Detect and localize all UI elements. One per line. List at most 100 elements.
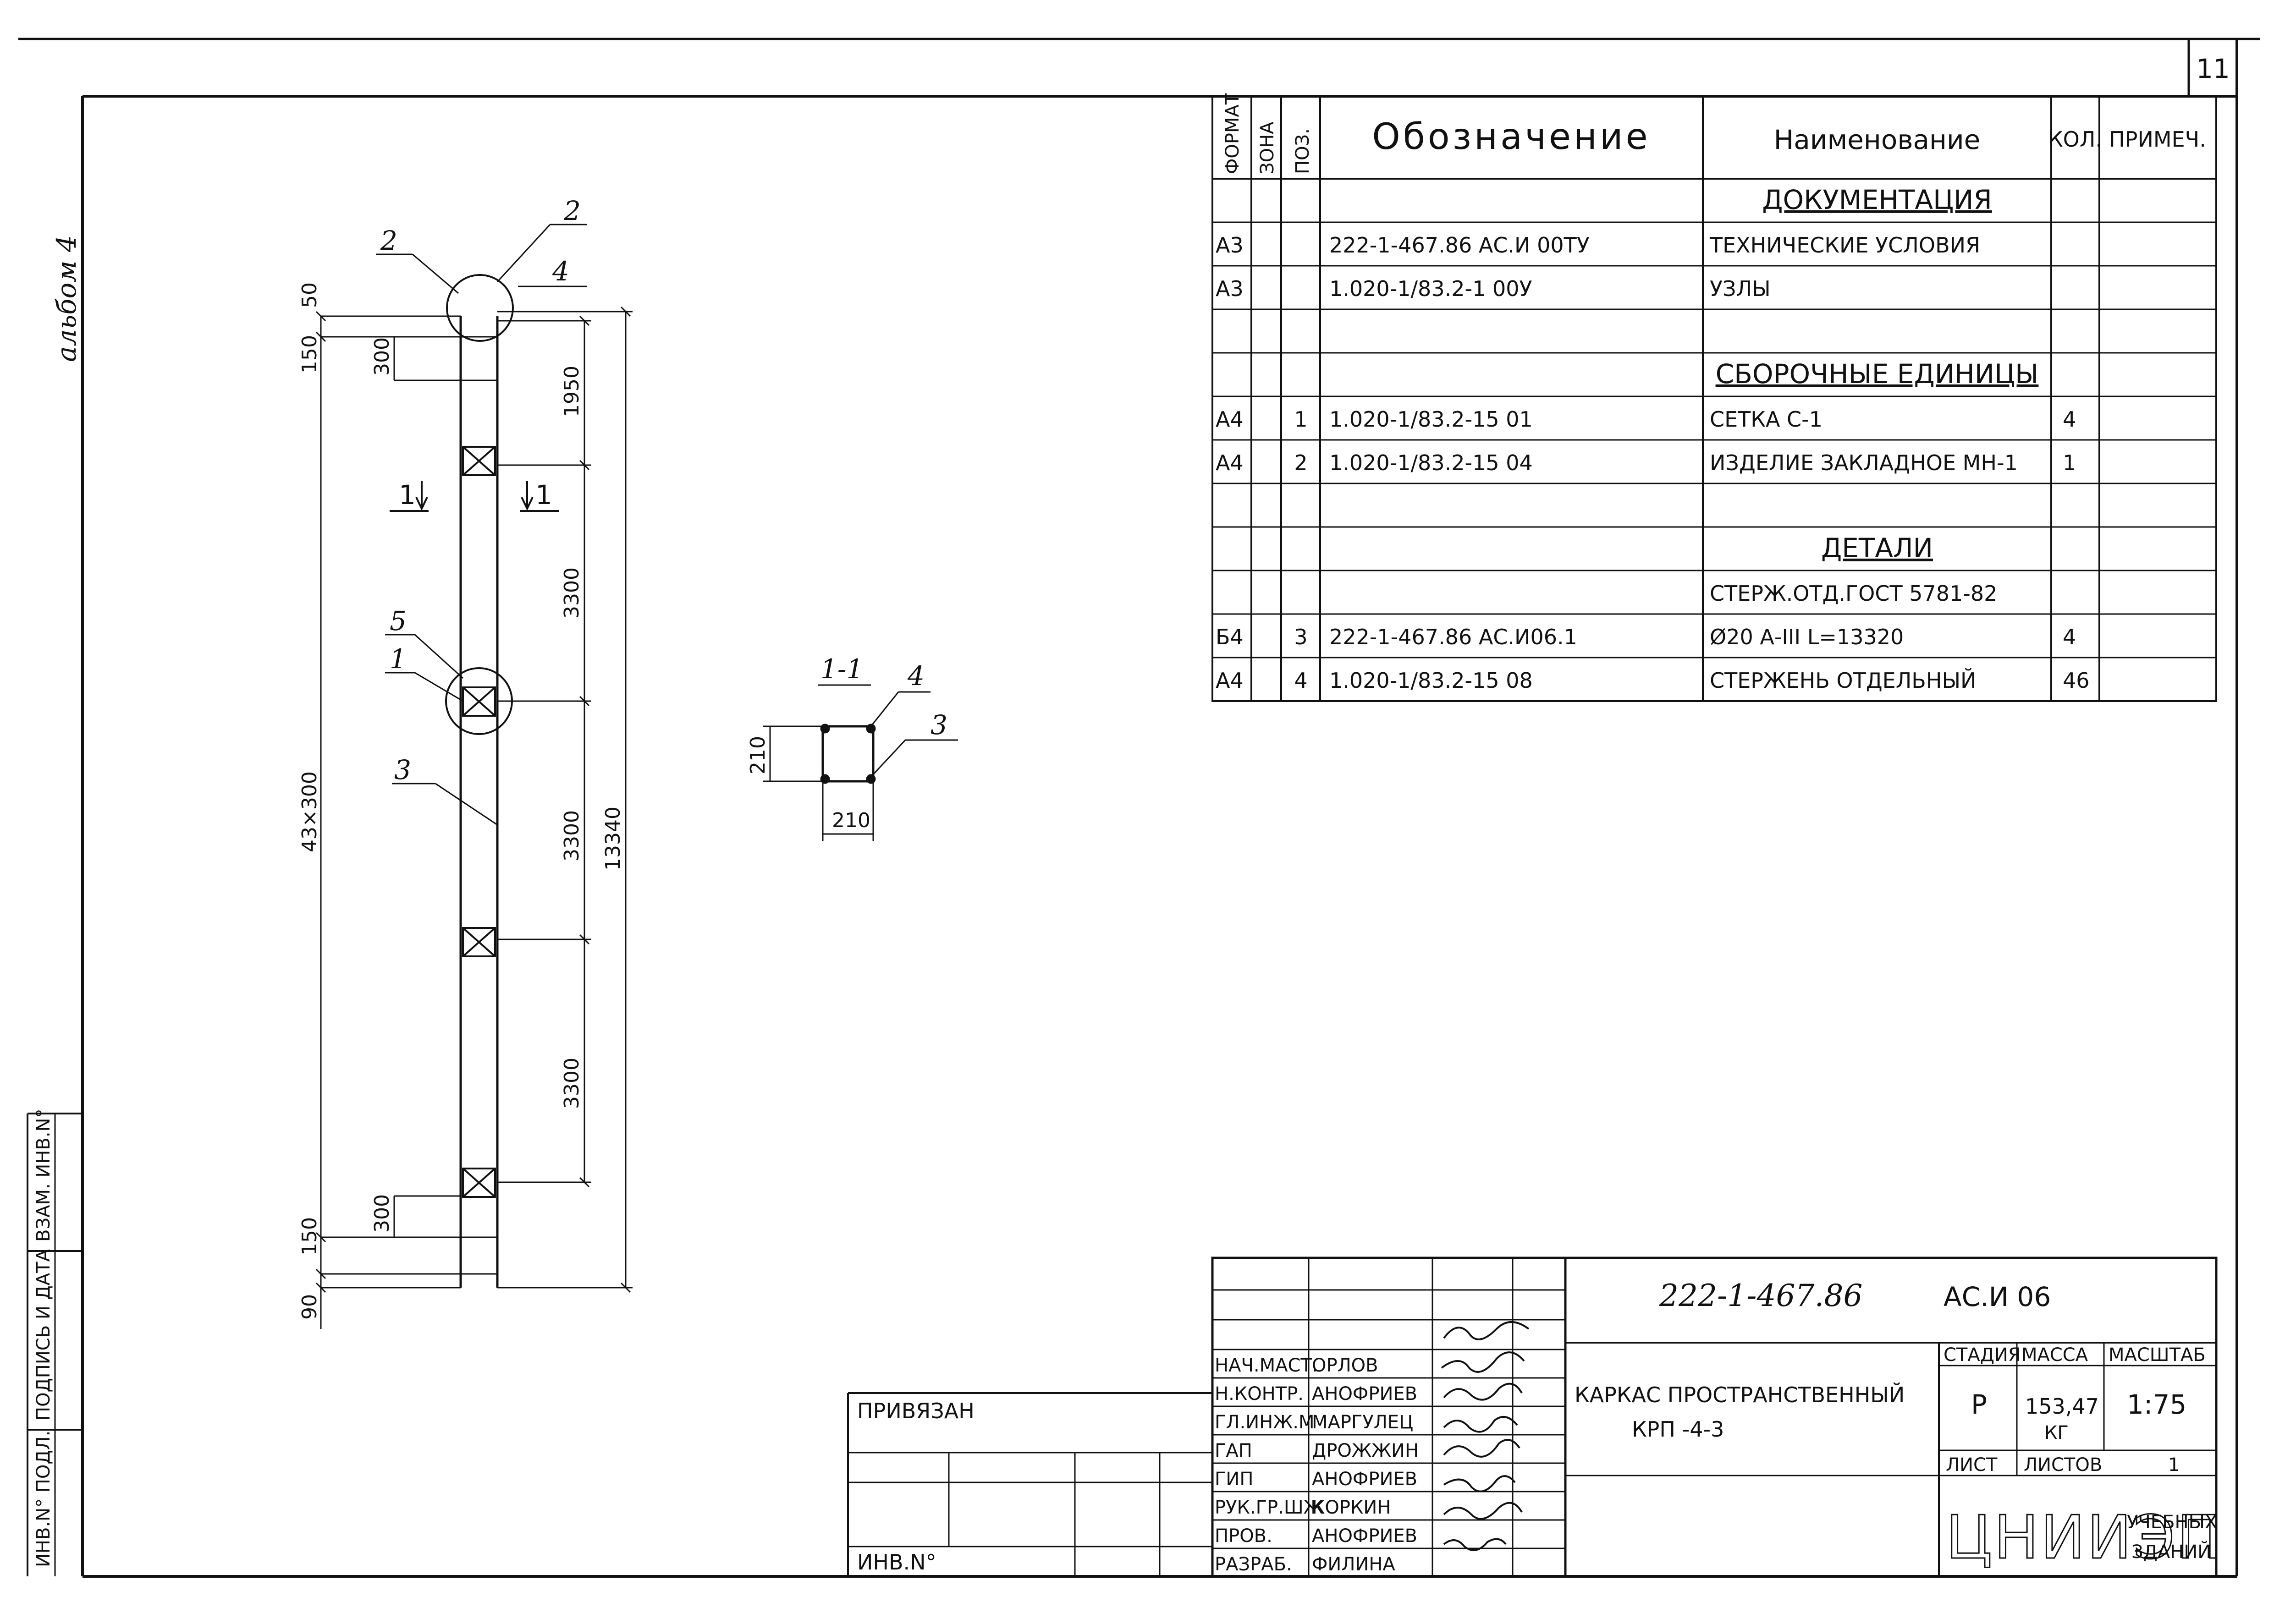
spec-row: А3 1.020-1/83.2-1 00У УЗЛЫ <box>1216 276 1771 301</box>
section-dim-horizontal: 210 <box>832 809 870 832</box>
massa-unit: КГ <box>2044 1422 2069 1443</box>
dim-13340: 13340 <box>601 807 625 871</box>
spec-oboznachenie: 1.020-1/83.2-15 08 <box>1329 668 1533 693</box>
signatures <box>1441 1321 1530 1551</box>
people-name: АНОФРИЕВ <box>1312 1383 1417 1405</box>
dim-300-top: 300 <box>370 337 394 376</box>
people-role: ПРОВ. <box>1215 1525 1272 1547</box>
privyazan-label: ПРИВЯЗАН <box>857 1399 975 1423</box>
frame-elevation <box>315 224 633 1329</box>
people-name: АНОФРИЕВ <box>1312 1469 1417 1490</box>
section-1-1 <box>763 684 958 841</box>
spec-section-title: СБОРОЧНЫЕ ЕДИНИЦЫ <box>1716 358 2039 390</box>
masshtab-value: 1:75 <box>2127 1389 2186 1420</box>
spec-row: СБОРОЧНЫЕ ЕДИНИЦЫ <box>1716 358 2039 390</box>
list-label: ЛИСТ <box>1946 1454 1998 1476</box>
listov-label: ЛИСТОВ <box>2024 1454 2102 1476</box>
spec-oboznachenie: 1.020-1/83.2-15 01 <box>1329 407 1533 432</box>
callout-1: 1 <box>390 643 407 675</box>
spec-section-title: ДОКУМЕНТАЦИЯ <box>1762 184 1992 215</box>
album-label: альбом 4 <box>51 235 82 362</box>
title-block-people: НАЧ.МАСТ.ОРЛОВН.КОНТР.АНОФРИЕВГЛ.ИНЖ.ММА… <box>1215 1355 1419 1575</box>
spec-kol: 4 <box>2063 407 2076 432</box>
spec-naimenovanie: СЕТКА С-1 <box>1710 407 1823 432</box>
spec-naimenovanie: СТЕРЖЕНЬ ОТДЕЛЬНЫЙ <box>1710 668 1976 693</box>
massa-label: МАССА <box>2021 1344 2088 1366</box>
spec-naimenovanie: СТЕРЖ.ОТД.ГОСТ 5781-82 <box>1710 581 1997 606</box>
people-name: МАРГУЛЕЦ <box>1312 1412 1413 1433</box>
left-strip-labels: ИНВ.N° ПОДЛ. ПОДПИСЬ И ДАТА ВЗАМ. ИНВ.N° <box>33 1109 54 1567</box>
spec-format: Б4 <box>1216 625 1244 649</box>
section-mark-left: 1 <box>399 479 416 510</box>
section-title: 1-1 <box>820 653 863 685</box>
spec-format: А4 <box>1216 407 1244 432</box>
section-callout-3: 3 <box>931 709 947 741</box>
people-row: ГАП ДРОЖЖИН <box>1215 1440 1419 1461</box>
people-role: ГАП <box>1215 1440 1252 1461</box>
callout-4: 4 <box>552 256 569 287</box>
people-role: НАЧ.МАСТ. <box>1215 1355 1318 1376</box>
org-sub2: ЗДАНИЙ <box>2131 1541 2211 1563</box>
spec-format: А4 <box>1216 668 1244 693</box>
spec-format: А3 <box>1216 276 1244 301</box>
callout-3: 3 <box>394 754 411 785</box>
section-mark-right: 1 <box>535 479 552 510</box>
dim-300-bottom: 300 <box>370 1194 394 1233</box>
stadiya-label: СТАДИЯ <box>1944 1344 2021 1366</box>
doc-mark: АС.И 06 <box>1944 1281 2051 1312</box>
spec-oboznachenie: 222-1-467.86 АС.И 00ТУ <box>1329 233 1590 258</box>
spec-row: А4 2 1.020-1/83.2-15 04 ИЗДЕЛИЕ ЗАКЛАДНОЕ М… <box>1216 450 2076 475</box>
dim-150-top: 150 <box>298 335 321 373</box>
dim-3300-c: 3300 <box>560 1058 584 1109</box>
callout-2-left: 2 <box>380 225 397 256</box>
people-row: ПРОВ. АНОФРИЕВ <box>1215 1525 1417 1547</box>
stadiya-value: Р <box>1971 1389 1987 1420</box>
dim-3300-a: 3300 <box>560 567 584 619</box>
spec-oboznachenie: 1.020-1/83.2-1 00У <box>1329 276 1532 301</box>
people-role: РАЗРАБ. <box>1215 1554 1292 1575</box>
spec-poz: 2 <box>1294 450 1307 475</box>
spec-format: А3 <box>1216 233 1244 258</box>
org-name: ЦНИИЭП <box>1946 1503 2224 1572</box>
spec-row: А3 222-1-467.86 АС.И 00ТУ ТЕХНИЧЕСКИЕ УСЛО… <box>1216 233 1980 258</box>
title-block-text: ПРИВЯЗАН ИНВ.N° 222-1-467.86 АС.И 06 КАР… <box>857 1278 2224 1575</box>
spec-kol: 4 <box>2063 625 2076 649</box>
dim-43x300: 43×300 <box>298 771 321 852</box>
people-row: РАЗРАБ.ФИЛИНА <box>1215 1554 1395 1575</box>
sheet-frame <box>18 38 2260 1578</box>
people-row: НАЧ.МАСТ.ОРЛОВ <box>1215 1355 1378 1376</box>
dim-90: 90 <box>298 1294 321 1320</box>
spec-oboznachenie: 1.020-1/83.2-15 04 <box>1329 450 1533 475</box>
spec-format: А4 <box>1216 450 1244 475</box>
people-name: ДРОЖЖИН <box>1312 1440 1419 1461</box>
spec-naimenovanie: УЗЛЫ <box>1710 276 1771 301</box>
spec-row: СТЕРЖ.ОТД.ГОСТ 5781-82 <box>1710 581 1997 606</box>
vzam-inv-label: ВЗАМ. ИНВ.N° <box>33 1109 54 1242</box>
people-role: РУК.ГР.ШЖ <box>1215 1497 1323 1518</box>
spec-kol: 46 <box>2063 668 2090 693</box>
spec-naimenovanie: ИЗДЕЛИЕ ЗАКЛАДНОЕ МН-1 <box>1710 450 2018 475</box>
people-name: ОРЛОВ <box>1312 1355 1378 1376</box>
spec-oboznachenie: 222-1-467.86 АС.И06.1 <box>1329 625 1577 649</box>
listov-value: 1 <box>2168 1454 2180 1476</box>
header-format: ФОРМАТ <box>1222 93 1243 174</box>
spec-naimenovanie: Ø20 А-III L=13320 <box>1710 625 1904 649</box>
title-block <box>847 1256 2218 1578</box>
callout-2-right: 2 <box>563 195 581 226</box>
spec-naimenovanie: ТЕХНИЧЕСКИЕ УСЛОВИЯ <box>1709 233 1980 258</box>
dim-3300-b: 3300 <box>560 810 584 861</box>
spec-headers: ФОРМАТ ЗОНА ПОЗ. Обозначение Наименовани… <box>1222 93 2206 174</box>
spec-row: А4 4 1.020-1/83.2-15 08 СТЕРЖЕНЬ ОТДЕЛЬНЫЙ 4… <box>1216 668 2090 693</box>
inv-podl-label: ИНВ.N° ПОДЛ. <box>33 1431 54 1567</box>
inv-no-label: ИНВ.N° <box>857 1550 936 1575</box>
people-name: АНОФРИЕВ <box>1312 1525 1417 1547</box>
section-callout-4: 4 <box>907 660 925 691</box>
spec-poz: 4 <box>1294 668 1307 693</box>
people-name: КОРКИН <box>1312 1497 1391 1518</box>
title-line2: КРП -4-3 <box>1632 1417 1724 1442</box>
spec-rows: ДОКУМЕНТАЦИЯ А3 222-1-467.86 АС.И 00ТУ ТЕХН… <box>1216 184 2090 693</box>
